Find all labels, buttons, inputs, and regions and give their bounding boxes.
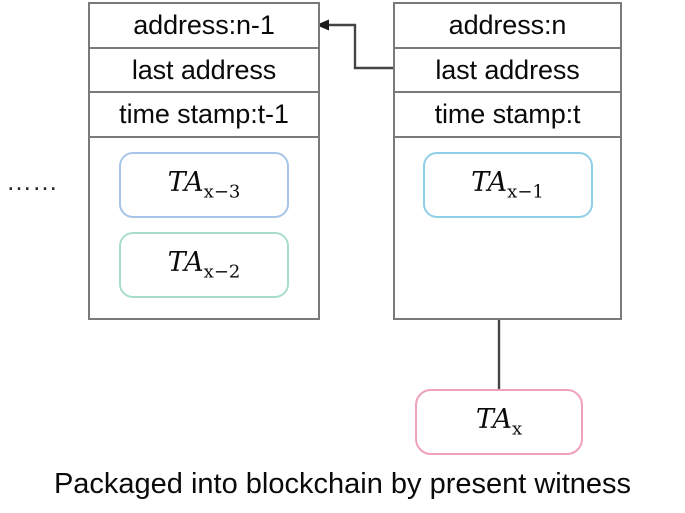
transaction-ta-x-1[interactable]: TAx−1 (422, 152, 593, 218)
diagram-caption: Packaged into blockchain by present witn… (53, 468, 632, 500)
block-row-last-address: last address (395, 49, 620, 93)
block-previous[interactable]: address:n-1 last address time stamp:t-1 … (88, 2, 320, 320)
pending-transaction-ta-x[interactable]: TAx (415, 389, 583, 455)
pending-transaction-label: TAx (475, 403, 523, 440)
chain-continuation-ellipsis: …… (6, 166, 58, 196)
block-row-time-stamp: time stamp:t-1 (90, 93, 318, 138)
block-row-address: address:n-1 (90, 4, 318, 49)
transaction-label: TAx−2 (167, 246, 241, 283)
block-row-last-address: last address (90, 49, 318, 93)
transaction-label: TAx−3 (167, 166, 241, 203)
block-row-time-stamp: time stamp:t (395, 93, 620, 138)
block-current[interactable]: address:n last address time stamp:t TAx−… (393, 2, 622, 320)
block-transactions-body: TAx−1 (395, 138, 620, 218)
block-transactions-body: TAx−3 TAx−2 (90, 138, 318, 298)
transaction-label: TAx−1 (471, 166, 544, 203)
previous-block-link-arrow (316, 19, 393, 70)
transaction-ta-x-2[interactable]: TAx−2 (119, 232, 289, 298)
transaction-ta-x-3[interactable]: TAx−3 (119, 152, 289, 218)
block-row-address: address:n (395, 4, 620, 49)
